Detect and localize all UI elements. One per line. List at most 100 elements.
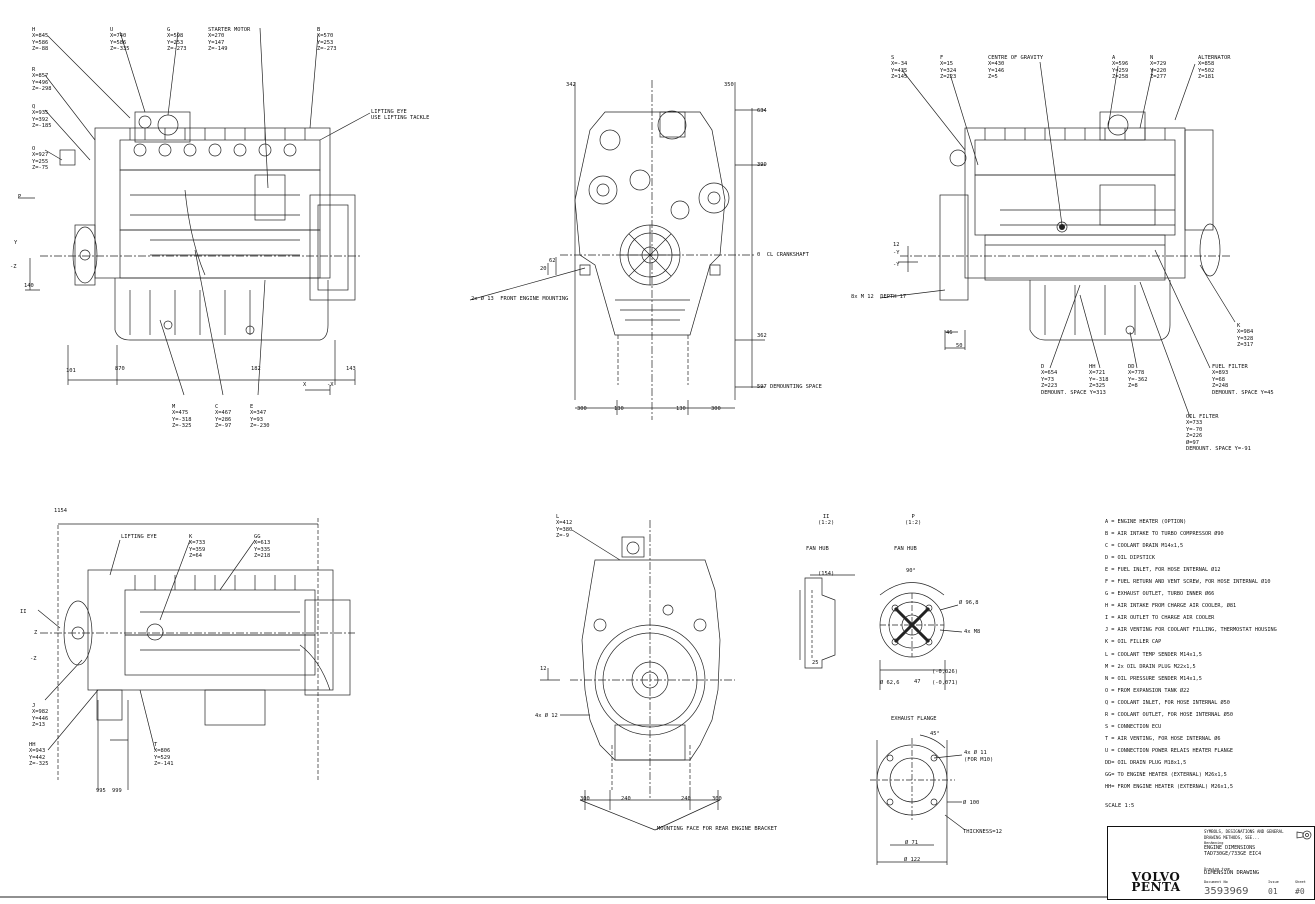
title-block-name: ENGINE DIMENSIONS TAD730GE/733GE EIC4 <box>1204 845 1262 857</box>
dim-62: 62 <box>549 258 556 264</box>
front-view-top <box>469 80 765 420</box>
fan-hub-details <box>799 574 963 690</box>
dim-minus-y-a: -Y <box>893 250 900 256</box>
dim-342: 342 <box>566 82 576 88</box>
dim-p: P <box>18 194 22 200</box>
legend-item: C = COOLANT DRAIN M14x1,5 <box>1105 543 1184 550</box>
legend-item: D = OIL DIPSTICK <box>1105 555 1155 562</box>
title-block-sheet-label: Issue <box>1268 880 1279 884</box>
title-block: SYMBOLS, DESIGNATIONS AND GENERAL DRAWIN… <box>1107 826 1315 900</box>
legend-item: H = AIR INTAKE FROM CHARGE AIR COOLER, Ø… <box>1105 603 1237 610</box>
legend-item: U = CONNECTION POWER RELAIS HEATER FLANG… <box>1105 747 1234 754</box>
fan-hub-section-p: P (1:2) <box>905 514 922 527</box>
legend-item: M = 2x OIL DRAIN PLUG M22x1,5 <box>1105 663 1196 670</box>
legend-item: B = AIR INTAKE TO TURBO COMPRESSOR Ø90 <box>1105 531 1224 538</box>
dim-240-b-right: 240 <box>681 796 691 802</box>
dim-870: 870 <box>115 366 125 372</box>
exhaust-angle: 45° <box>930 731 940 737</box>
title-block-rev: #0 <box>1295 887 1305 896</box>
dim-20: 20 <box>540 266 547 272</box>
fan-hub-tol-upper: (-0,026) <box>932 669 958 675</box>
fan-hub-dim-90: 90° <box>906 568 916 574</box>
exhaust-dim-71: Ø 71 <box>905 840 918 846</box>
exhaust-flange-title: EXHAUST FLANGE <box>891 716 937 722</box>
fan-hub-section-ii: II (1:2) <box>818 514 835 527</box>
top-view-bottom-left <box>37 518 355 790</box>
title-block-type-label: Drawing type <box>1204 867 1230 871</box>
scale-label: SCALE 1:5 <box>1105 803 1135 809</box>
title-block-rev-label: Sheet <box>1295 880 1306 884</box>
dim-362: 362 <box>757 333 767 339</box>
dim-300-left: 300 <box>577 406 587 412</box>
exhaust-flange-detail <box>870 734 966 865</box>
side-view-left <box>18 27 371 396</box>
centre-of-gravity-marker <box>1059 224 1065 230</box>
label-demounting-space: 597 DEMOUNTING SPACE <box>757 384 822 390</box>
legend-item: N = OIL PRESSURE SENDER M14x1,5 <box>1105 675 1202 682</box>
dim-399: 399 <box>757 162 767 168</box>
fan-hub-dim-25: 25 <box>812 660 819 666</box>
dim-130-left: 130 <box>614 406 624 412</box>
dim-182: 182 <box>251 366 261 372</box>
dim-300-right: 300 <box>711 406 721 412</box>
dim-x: X <box>303 382 307 388</box>
fan-hub-dim-154: (154) <box>818 571 835 577</box>
legend-item: DD= OIL DRAIN PLUG M18x1,5 <box>1105 759 1187 766</box>
dim-minus-z: -Z <box>10 264 17 270</box>
legend-item: G = EXHAUST OUTLET, TURBO INNER Ø66 <box>1105 591 1215 598</box>
fan-hub-tol-lower: (-0,071) <box>932 680 958 686</box>
legend-item: E = FUEL INLET, FOR HOSE INTERNAL Ø12 <box>1105 567 1221 574</box>
callout-lifting-eye-2: LIFTING EYE <box>121 534 157 540</box>
legend-item: F = FUEL RETURN AND VENT SCREW, FOR HOSE… <box>1105 579 1271 586</box>
dim-z: Z <box>34 630 38 636</box>
dim-995: 995 <box>96 788 106 794</box>
fan-hub-dim-4x-m8: 4x M8 <box>964 629 981 635</box>
dim-300-b-left: 300 <box>580 796 590 802</box>
dim-240-b-left: 240 <box>621 796 631 802</box>
title-block-number-label: Document No <box>1204 880 1228 884</box>
dim-350: 350 <box>724 82 734 88</box>
label-rear-mounting-face: MOUNTING FACE FOR REAR ENGINE BRACKET <box>657 826 778 832</box>
dim-143: 143 <box>346 366 356 372</box>
legend-item: T = AIR VENTING, FOR HOSE INTERNAL Ø6 <box>1105 735 1221 742</box>
title-block-name-label: Benämning <box>1204 841 1224 845</box>
dim-y: Y <box>14 240 18 246</box>
side-view-right <box>879 61 1236 418</box>
exhaust-dim-122: Ø 122 <box>904 857 921 863</box>
title-block-number: 3593969 <box>1204 886 1249 897</box>
dim-minus-z-2: -Z <box>30 656 37 662</box>
label-4x-12: 4x Ø 12 <box>535 713 558 719</box>
legend-item: I = AIR OUTLET TO CHARGE AIR COOLER <box>1105 615 1215 622</box>
exhaust-dim-100: Ø 100 <box>963 800 980 806</box>
dim-12: 12 <box>893 242 900 248</box>
legend-item: HH= FROM ENGINE HEATER (EXTERNAL) M26x1,… <box>1105 784 1234 791</box>
fan-hub-label-right: FAN HUB <box>894 546 917 552</box>
fan-hub-label-left: FAN HUB <box>806 546 829 552</box>
fan-hub-dim-62-6: Ø 62,6 <box>880 680 900 686</box>
legend-item: Q = COOLANT INLET, FOR HOSE INTERNAL Ø50 <box>1105 699 1230 706</box>
legend-item: J = AIR VENTING FOR COOLANT FILLING, THE… <box>1105 627 1277 634</box>
label-cl-crankshaft: 0 CL CRANKSHAFT <box>757 252 809 258</box>
